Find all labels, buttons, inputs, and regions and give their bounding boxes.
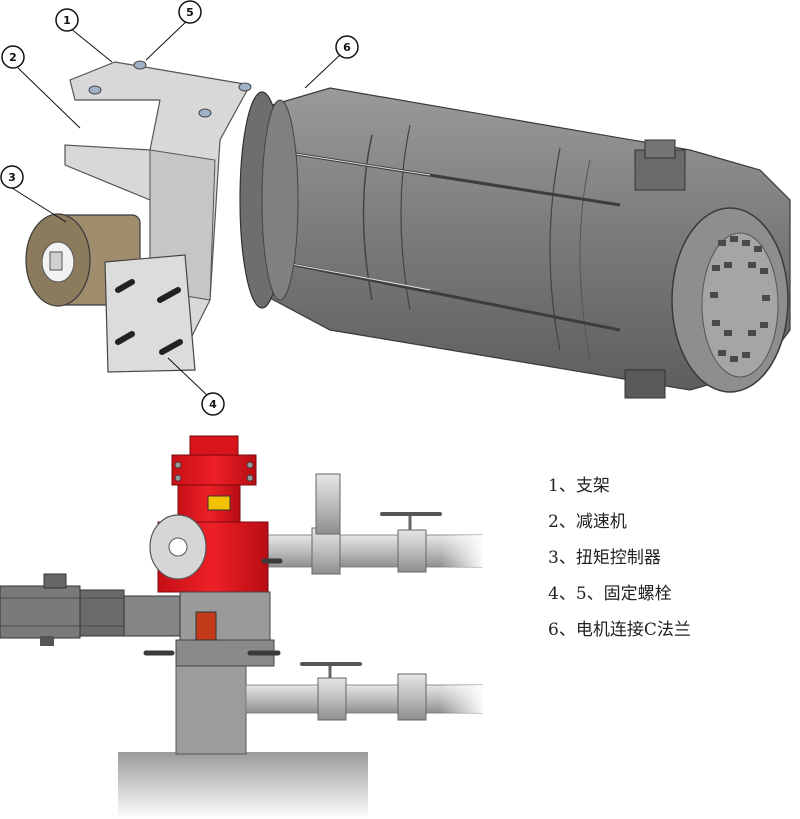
mounting-plate	[104, 254, 196, 373]
callout-3-label: 3	[8, 171, 16, 184]
torque-controller	[25, 213, 141, 307]
callout-2-label: 2	[9, 51, 17, 64]
callout-4: 4	[201, 392, 225, 416]
callout-1-label: 1	[63, 14, 71, 27]
callouts	[11, 17, 341, 397]
callout-2: 2	[1, 45, 25, 69]
bottom-assembly	[0, 435, 485, 819]
column	[175, 659, 247, 755]
callout-5: 5	[178, 0, 202, 24]
gear-block	[179, 591, 271, 647]
small-motor	[0, 573, 181, 646]
legend-item-5: 6、电机连接C法兰	[548, 620, 691, 640]
legend-item-2: 2、减速机	[548, 512, 627, 532]
c-flange	[239, 91, 299, 309]
gear-block-detail	[195, 611, 217, 641]
base-block	[118, 752, 368, 819]
legend-item-4: 4、5、固定螺栓	[548, 584, 672, 604]
side-bolts	[143, 558, 283, 656]
side-flange	[149, 514, 207, 580]
legend-item-1: 1、支架	[548, 476, 610, 496]
callout-4-label: 4	[209, 398, 217, 411]
lower-pipe	[245, 662, 485, 721]
upper-pipe	[261, 473, 485, 575]
legend-list: 1、支架 2、减速机 3、扭矩控制器 4、5、固定螺栓 6、电机连接C法兰	[548, 474, 691, 654]
top-assembly: 1 5 2 3 4 6	[0, 0, 791, 416]
callout-1: 1	[55, 8, 79, 32]
motor	[254, 87, 791, 399]
callout-6: 6	[335, 35, 359, 59]
callout-3: 3	[0, 165, 24, 189]
callout-6-label: 6	[343, 41, 351, 54]
legend-item-3: 3、扭矩控制器	[548, 548, 661, 568]
callout-5-label: 5	[186, 6, 194, 19]
